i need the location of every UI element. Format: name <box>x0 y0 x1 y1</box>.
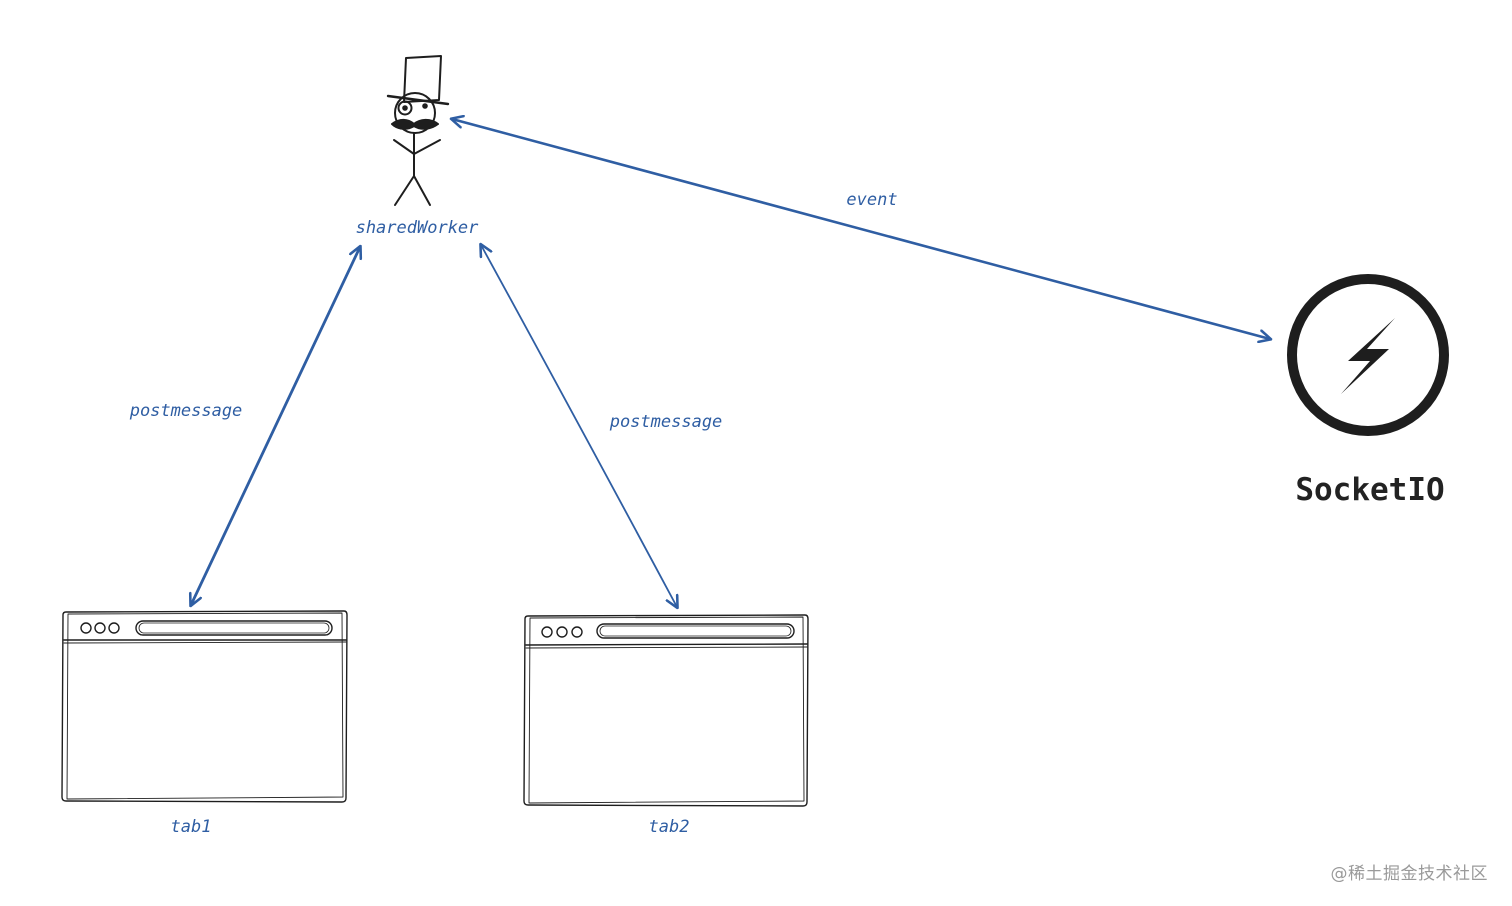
tab2-node: tab2 <box>523 614 809 837</box>
browser-window-icon <box>523 614 809 807</box>
tab2-label: tab2 <box>649 817 690 837</box>
shared-worker-node: sharedWorker <box>356 55 480 238</box>
shared-worker-label: sharedWorker <box>356 218 480 238</box>
bidirectional-arrow <box>452 119 1270 339</box>
edge-worker-socket: event <box>452 119 1270 339</box>
event-label: event <box>846 190 897 210</box>
postmessage-label-right: postmessage <box>609 412 723 432</box>
browser-window-icon <box>61 610 348 803</box>
bidirectional-arrow <box>481 245 677 607</box>
socketio-logo-icon <box>1287 274 1449 436</box>
edge-worker-tab1: postmessage <box>129 247 360 605</box>
bidirectional-arrow <box>191 247 360 605</box>
postmessage-label-left: postmessage <box>129 401 243 421</box>
socket-io-label: SocketIO <box>1295 472 1444 508</box>
tab1-node: tab1 <box>61 610 348 837</box>
watermark: @稀土掘金技术社区 <box>1330 864 1488 884</box>
socket-io-node: SocketIO <box>1287 274 1449 508</box>
stick-figure-top-hat-icon <box>386 55 450 206</box>
edge-worker-tab2: postmessage <box>481 245 722 607</box>
tab1-label: tab1 <box>171 817 212 837</box>
